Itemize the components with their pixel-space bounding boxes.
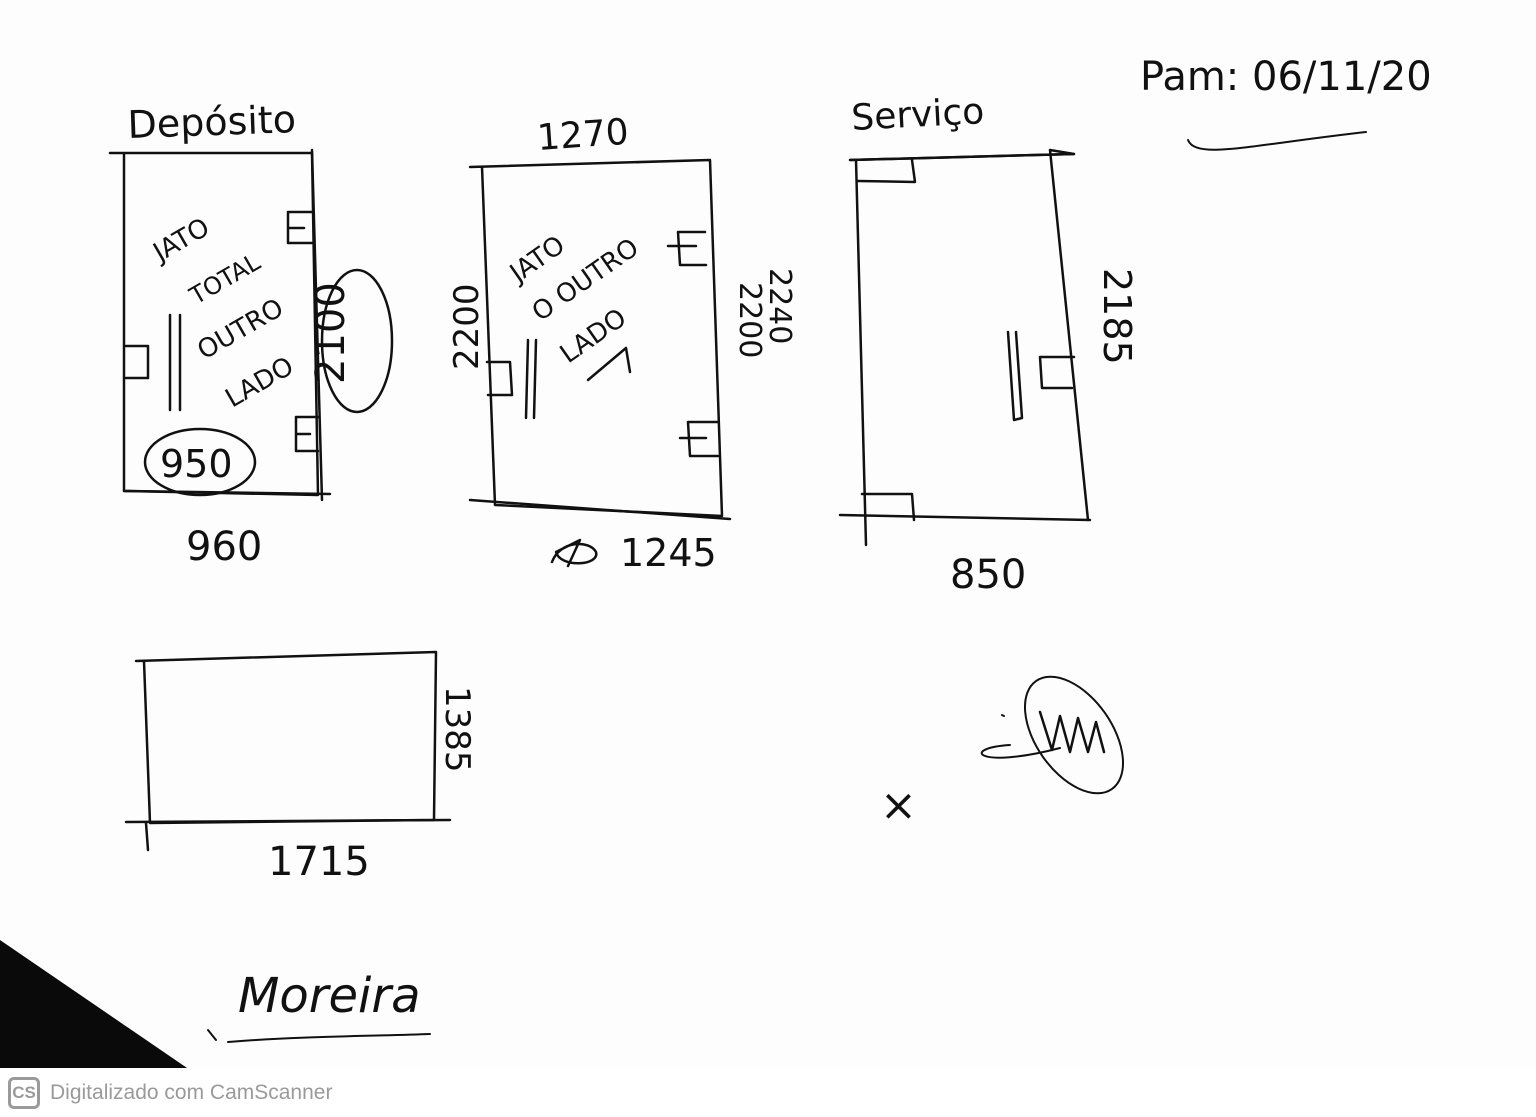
- room-4-right-dimension: 1385: [437, 686, 477, 773]
- room-deposito-right-dimension: 2100: [308, 282, 354, 384]
- cross-mark: ×: [880, 780, 917, 831]
- room-servico-title: Serviço: [850, 91, 985, 139]
- door-mark: [1038, 355, 1076, 390]
- room-servico-outline: [848, 148, 1090, 522]
- door-mark: [666, 230, 708, 267]
- room-servico-bottom-dimension: 850: [950, 552, 1026, 598]
- room-2: 1270 JATO O OUTRO LADO 2200 2200 2240 12…: [447, 112, 797, 575]
- window-mark: [524, 338, 538, 420]
- door-mark: [856, 158, 917, 184]
- signature-text: Moreira: [238, 968, 421, 1024]
- room-deposito-title: Depósito: [127, 97, 297, 147]
- camscanner-footer: CS Digitalizado com CamScanner: [0, 1068, 1536, 1117]
- room-deposito-note-4: LADO: [221, 351, 300, 414]
- date-block: Pam: 06/11/20: [1140, 54, 1432, 151]
- room-2-top-dimension: 1270: [536, 112, 630, 159]
- door-mark: [678, 420, 720, 458]
- room-deposito-circled-dimension: 950: [160, 442, 233, 486]
- room-2-note-3: LADO: [555, 303, 632, 370]
- door-mark: [485, 360, 514, 397]
- room-deposito: Depósito JATO TOTAL OUTRO LADO 2100 950 …: [108, 97, 394, 570]
- room-2-outline: [468, 158, 724, 518]
- room-4-outline: [134, 650, 438, 825]
- room-4: 1385 1715: [124, 650, 477, 885]
- window-mark: [168, 313, 182, 412]
- room-2-bottom-dimension: 1245: [620, 531, 717, 575]
- window-mark: [1006, 330, 1024, 422]
- scan-corner-shadow: [0, 940, 190, 1070]
- door-mark: [294, 415, 320, 453]
- room-servico-right-dimension: 2185: [1095, 268, 1139, 365]
- room-deposito-bottom-dimension: 960: [186, 524, 262, 570]
- date-underline: [1187, 131, 1367, 151]
- scribble-mark: [550, 538, 598, 568]
- door-mark: [286, 210, 314, 245]
- door-mark: [124, 344, 150, 380]
- room-4-bottom-dimension: 1715: [268, 839, 370, 885]
- room-deposito-note-1: JATO: [147, 212, 215, 269]
- camscanner-watermark: Digitalizado com CamScanner: [50, 1080, 333, 1104]
- camscanner-logo-icon: CS: [8, 1076, 40, 1109]
- room-2-left-dimension: 2200: [447, 283, 487, 370]
- room-deposito-note-2: TOTAL: [184, 248, 265, 311]
- date-text: Pam: 06/11/20: [1140, 54, 1432, 100]
- stamp-signature: [980, 675, 1125, 795]
- room-2-right-dimension: 2200: [732, 282, 767, 358]
- room-2-right-dimension-2: 2240: [762, 268, 797, 344]
- door-mark: [860, 492, 916, 522]
- signature-moreira: Moreira: [207, 968, 431, 1043]
- room-servico: Serviço 2185 850: [838, 91, 1139, 598]
